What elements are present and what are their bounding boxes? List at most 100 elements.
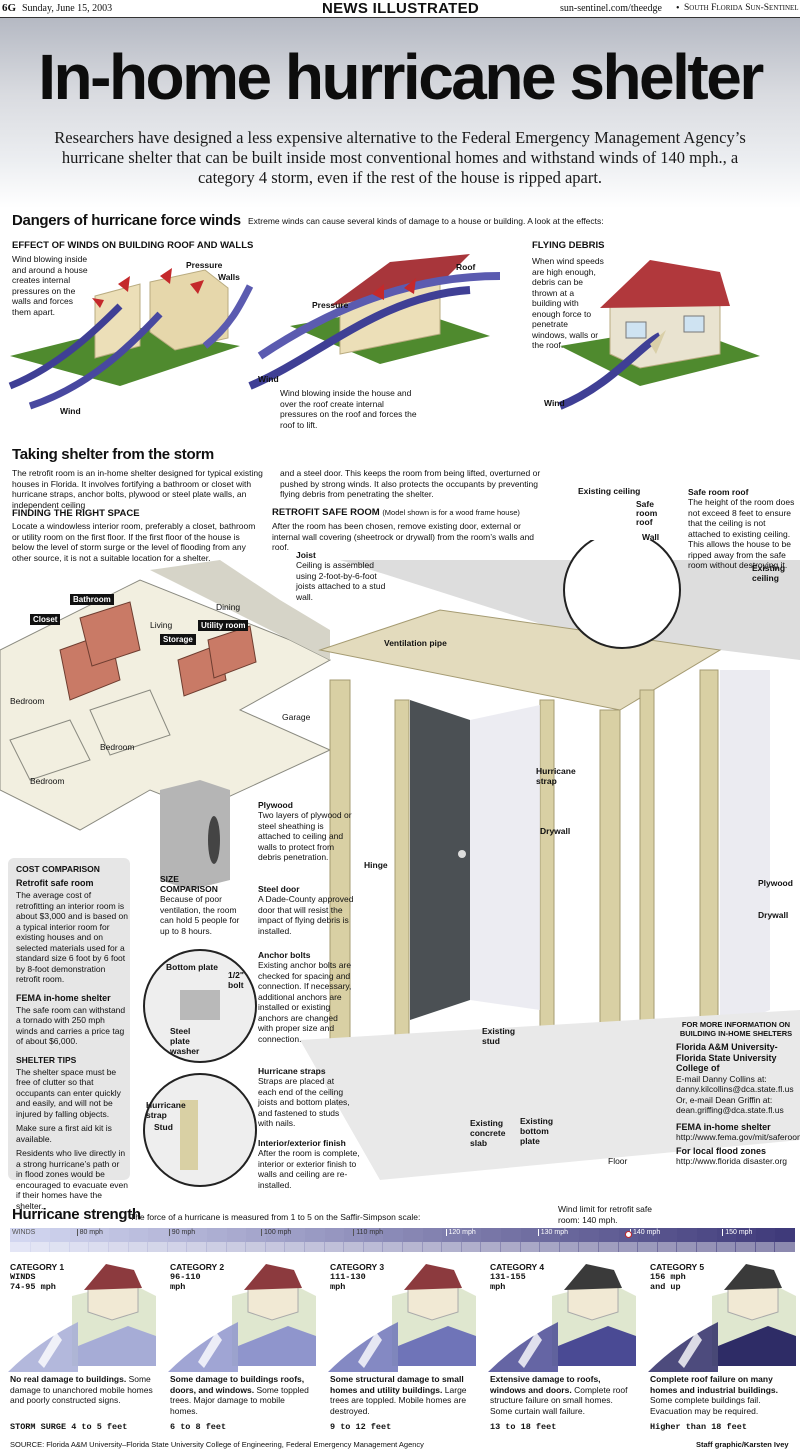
bedroom-label-3: Bedroom	[30, 776, 65, 786]
storm-surge-value: 6 to 8 feet	[170, 1422, 227, 1432]
pressure-arrow	[118, 276, 130, 292]
safe-room-text: After the room has been chosen, remove e…	[272, 521, 535, 552]
finish-note: Interior/exterior finish After the room …	[258, 1138, 360, 1190]
scale-segment	[735, 1242, 756, 1252]
house-roof	[404, 1264, 462, 1290]
storm-surge-value: 9 to 12 feet	[330, 1422, 392, 1432]
scale-segment	[754, 1242, 776, 1252]
category-house-illustration	[712, 1264, 796, 1366]
scale-segment	[774, 1242, 795, 1252]
category-name: CATEGORY 4	[490, 1262, 545, 1272]
scale-segment	[304, 1242, 325, 1252]
scale-tick-label: 100 mph	[261, 1229, 291, 1236]
roof-lift-text: Wind blowing inside the house and over t…	[280, 388, 417, 430]
surge-arrow-illustration	[328, 1322, 398, 1372]
scale-segment	[225, 1228, 247, 1242]
person-silhouette	[208, 816, 220, 864]
scale-segment	[88, 1228, 109, 1242]
storm-surge-wave	[238, 1326, 316, 1366]
credit-line: Staff graphic/Karsten Ivey	[696, 1440, 789, 1449]
category-description: Extensive damage to roofs, windows and d…	[490, 1374, 634, 1416]
bedroom-walls	[89, 689, 171, 756]
scale-segment	[29, 1242, 51, 1252]
newspaper-name: South Florida Sun-Sentinel	[684, 3, 799, 13]
scale-segment	[539, 1228, 560, 1242]
floor-plan-wall	[150, 560, 330, 660]
scale-tick-label: 80 mph	[76, 1229, 103, 1236]
scale-segment	[68, 1242, 90, 1252]
scale-segment	[500, 1242, 521, 1252]
wind-arrow	[257, 272, 501, 360]
scale-segment	[323, 1242, 345, 1252]
category-description-rest: Complete roof structure failure on small…	[490, 1384, 628, 1416]
plywood-note: Plywood Two layers of plywood or steel s…	[258, 800, 352, 862]
roof-label: Roof	[456, 262, 476, 272]
category-name: CATEGORY 5	[650, 1262, 705, 1272]
source-line: SOURCE: Florida A&M University–Florida S…	[10, 1440, 424, 1449]
strap-inset-label: Hurricane strap	[146, 1100, 186, 1120]
scale-segment	[166, 1242, 188, 1252]
stud-detail	[180, 1100, 198, 1170]
drywall-panel	[470, 705, 540, 1010]
shelter-illustration	[0, 540, 800, 1187]
scale-segment	[264, 1242, 286, 1252]
wind-limit-marker	[624, 1231, 632, 1238]
scale-segment	[108, 1242, 129, 1252]
scale-segment	[519, 1228, 541, 1242]
existing-ceiling-callout-2: Existing ceiling	[752, 563, 786, 583]
scale-segment	[460, 1228, 482, 1242]
wind-arrow	[558, 332, 662, 410]
scale-segment	[382, 1228, 403, 1242]
scale-segment	[362, 1242, 384, 1252]
house-roof	[600, 260, 730, 308]
scale-tick-label: 110 mph	[353, 1229, 383, 1236]
category-description-rest: Some damage to unanchored mobile homes a…	[10, 1374, 153, 1405]
surge-arrow-icon	[358, 1332, 382, 1368]
storm-surge-wave	[78, 1326, 156, 1366]
storm-surge: 6 to 8 feet	[170, 1422, 226, 1432]
flood-link[interactable]: http://www.florida disaster.org	[676, 1156, 788, 1166]
wind-arrow	[202, 284, 254, 349]
scale-segment	[206, 1242, 227, 1252]
pressure-arrow	[404, 278, 416, 294]
wind-label-3: Wind	[544, 398, 565, 408]
storm-surge: STORM SURGE 4 to 5 feet	[10, 1422, 127, 1432]
scale-segment	[558, 1228, 580, 1242]
section-url[interactable]: sun-sentinel.com/theedge	[560, 3, 662, 14]
strength-heading: Hurricane strength	[12, 1206, 141, 1223]
scale-segment	[656, 1228, 678, 1242]
fema-link[interactable]: http://www.fema.gov/mit/saferoom/	[676, 1131, 800, 1142]
surge-arrow-illustration	[8, 1322, 78, 1372]
contact-email-2[interactable]: dean.griffing@dca.state.fl.us	[676, 1105, 784, 1115]
house-roof	[564, 1264, 622, 1290]
wind-label-1: Wind	[60, 406, 81, 416]
scale-segment	[460, 1242, 482, 1252]
category-house-illustration	[552, 1264, 636, 1366]
pressure-arrow	[92, 298, 104, 308]
surge-arrow-icon	[198, 1332, 222, 1368]
door-knob	[458, 850, 466, 858]
scale-segment	[343, 1242, 364, 1252]
category-house-illustration	[72, 1264, 156, 1366]
scale-segment	[10, 1228, 31, 1242]
garage-label: Garage	[282, 712, 311, 722]
scale-segment	[245, 1242, 266, 1252]
bolt-inset-label: 1/2" bolt	[228, 970, 244, 990]
bedroom-label-1: Bedroom	[10, 696, 45, 706]
scale-segment	[284, 1228, 305, 1242]
cost-comparison-sidebar	[8, 858, 130, 1180]
university-name: Florida A&M University-Florida State Uni…	[676, 1042, 778, 1073]
floor-slab	[300, 1010, 800, 1180]
scale-segment	[402, 1228, 423, 1242]
category-speed: 111-130 mph	[330, 1272, 366, 1292]
safe-room-note: (Model shown is for a wood frame house)	[382, 508, 520, 517]
pressure-label-2: Pressure	[312, 300, 349, 310]
scale-segment	[10, 1242, 31, 1252]
contact-line-1: E-mail Danny Collins at:	[676, 1073, 767, 1084]
contact-email-1[interactable]: danny.kilcollins@dca.state.fl.us	[676, 1084, 794, 1094]
scale-segment	[206, 1228, 227, 1242]
scale-segment	[754, 1228, 776, 1242]
